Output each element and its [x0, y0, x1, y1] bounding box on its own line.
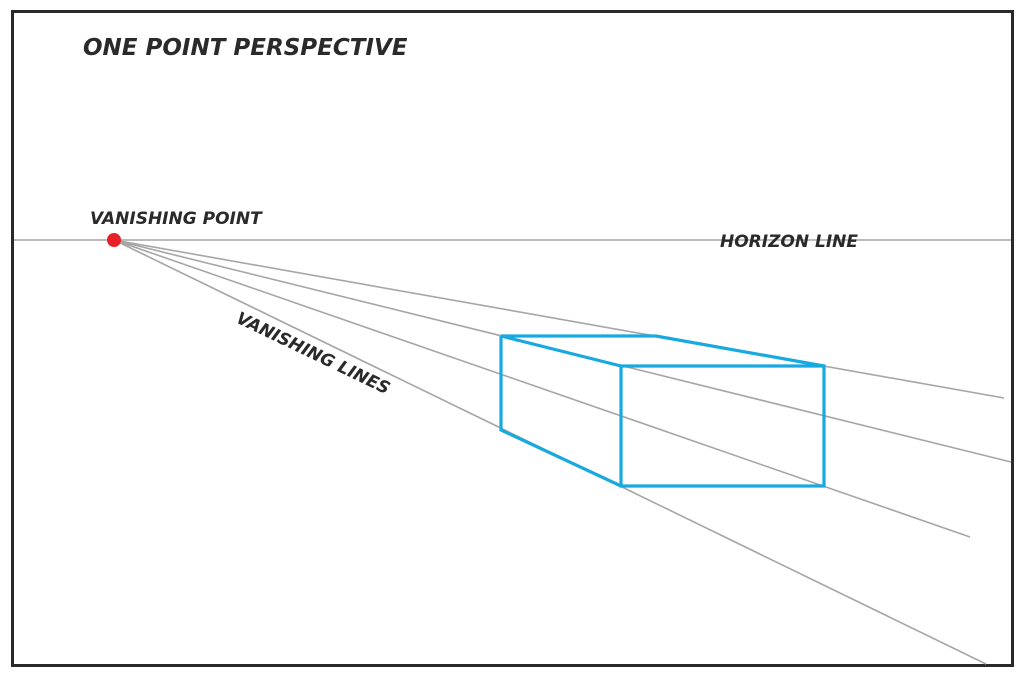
vanishing-line [113, 239, 1005, 399]
box-side-face [499, 336, 622, 488]
vanishing-line [113, 239, 971, 538]
vanishing-lines-label: VANISHING LINES [233, 308, 393, 399]
perspective-box [499, 334, 826, 488]
diagram-frame [11, 10, 1014, 667]
vanishing-point-dot [107, 233, 121, 247]
vanishing-lines [113, 239, 1012, 665]
box-top-face [500, 334, 825, 368]
diagram-title: ONE POINT PERSPECTIVE [83, 35, 408, 61]
vanishing-point-label: VANISHING POINT [90, 209, 263, 229]
box-front-face [619, 364, 826, 488]
horizon-line-label: HORIZON LINE [720, 232, 858, 252]
